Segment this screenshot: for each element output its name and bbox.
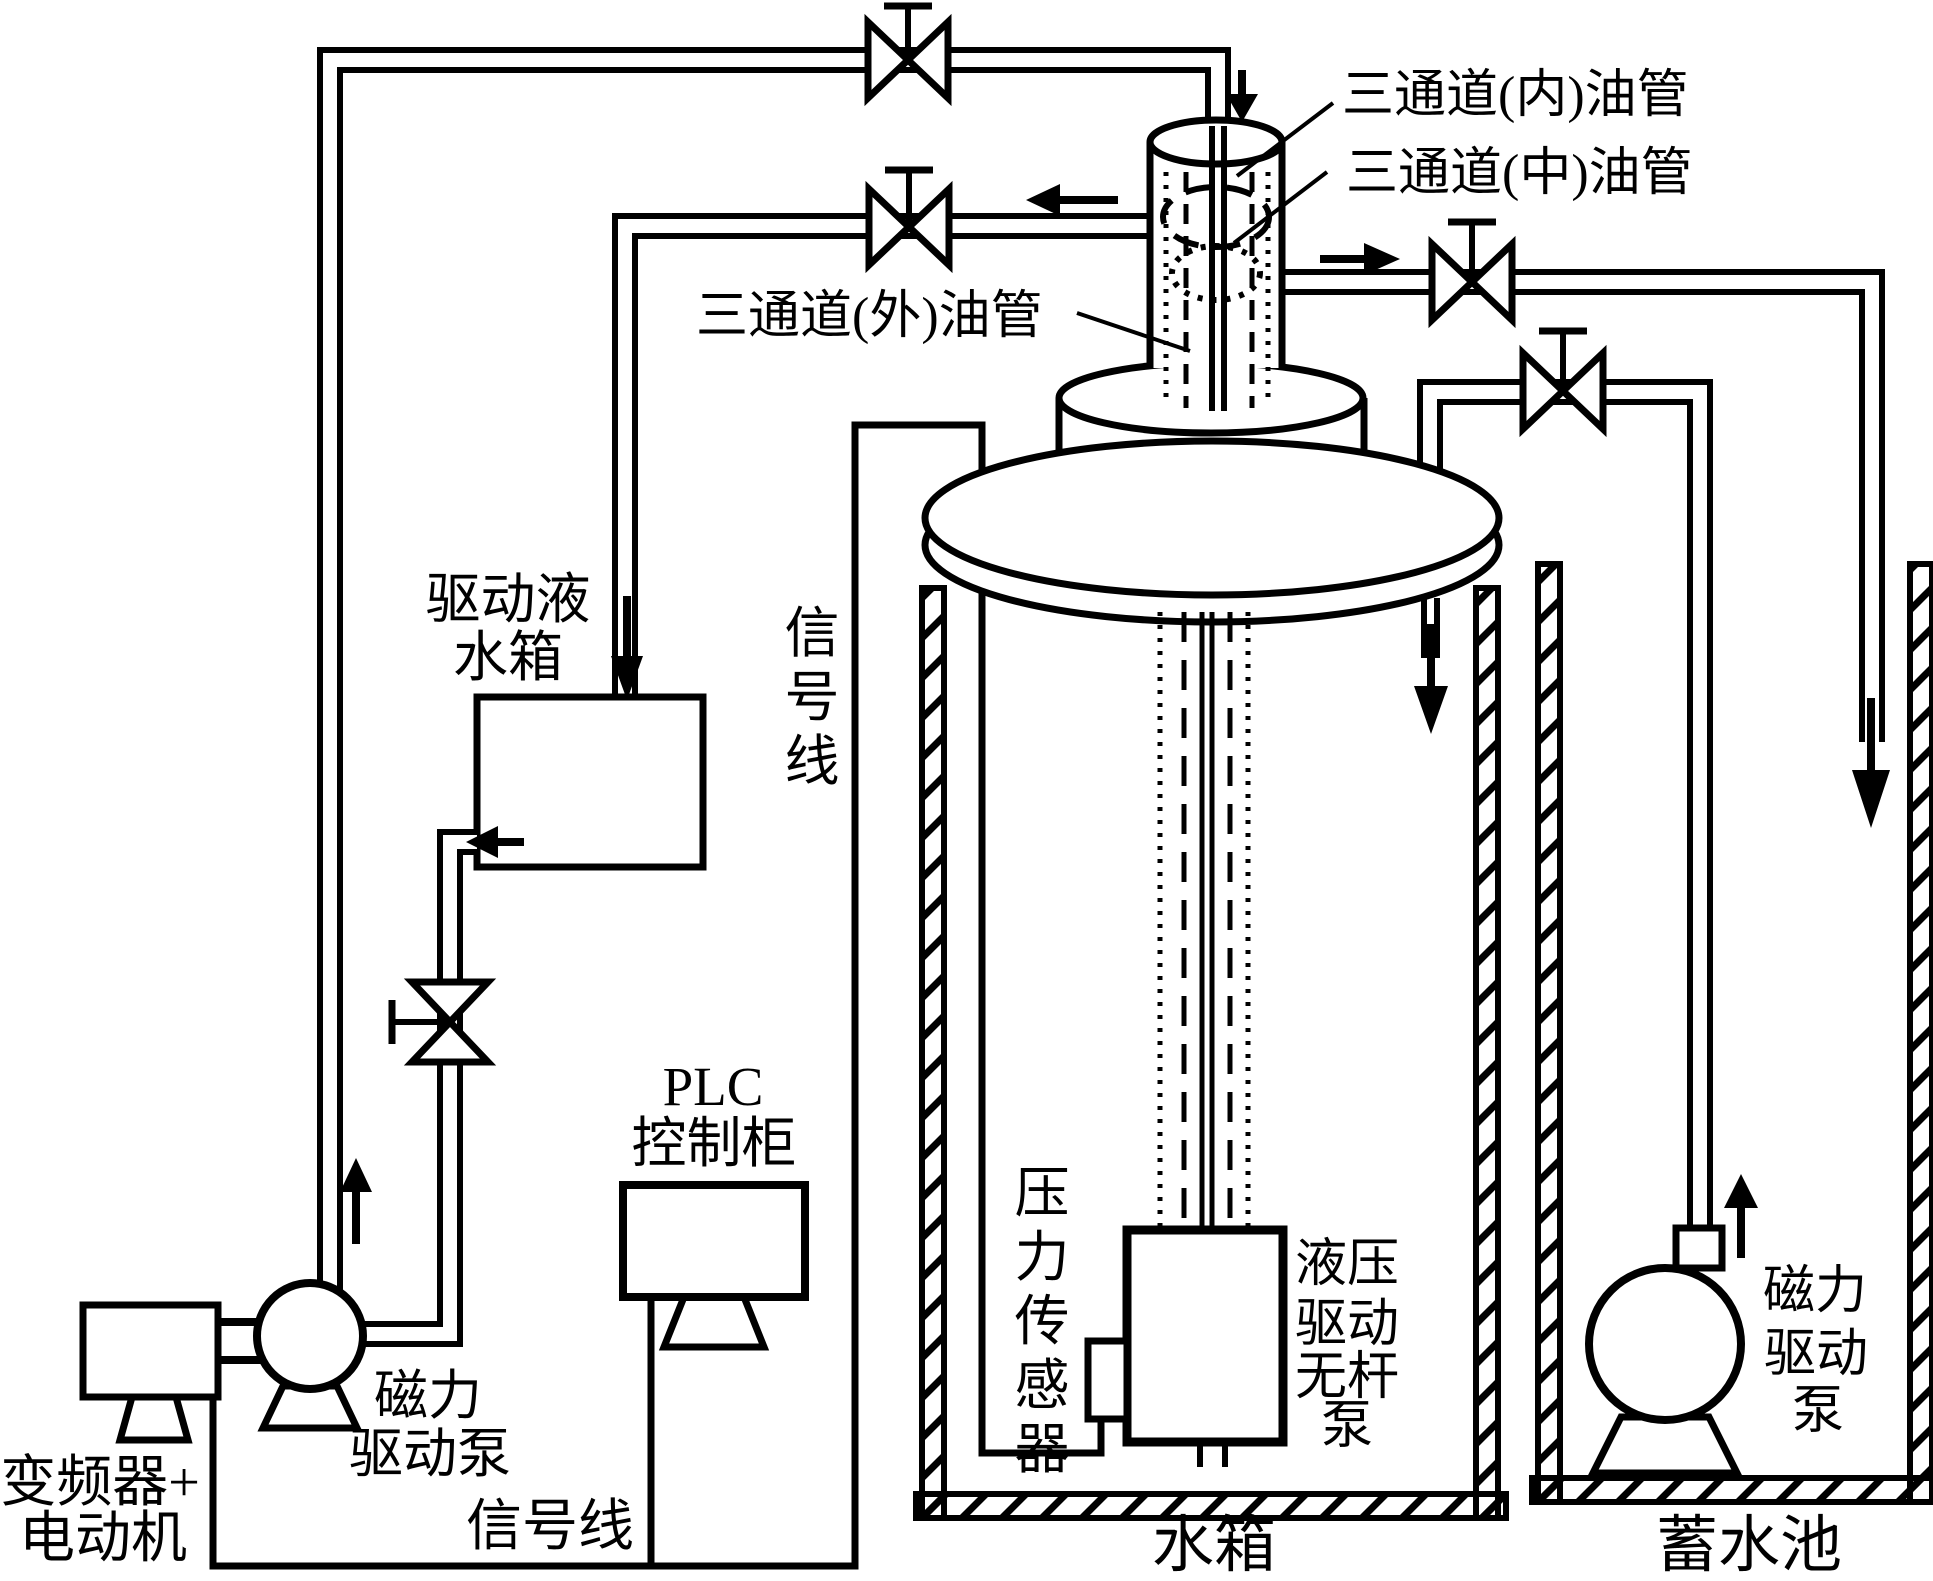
label-inverter-motor-line1: 变频器+ [0, 1452, 200, 1514]
rodless-pump-box [1122, 1225, 1288, 1447]
leader-channel-inner [1235, 101, 1335, 178]
label-rodless-pump-line2: 驱动 [1295, 1296, 1399, 1353]
label-plc-line2: 控制柜 [631, 1113, 796, 1174]
plc-base-trapezoid [658, 1293, 770, 1351]
label-drive-tank-line2: 水箱 [453, 627, 563, 688]
motor-base-trapezoid [115, 1393, 193, 1444]
flow-arrow-up-supply-riser [340, 1158, 372, 1244]
leader-channel-outer [1076, 311, 1191, 353]
signal-line-sensor-run [209, 421, 1105, 1570]
label-plc-line1: PLC [663, 1056, 764, 1117]
flow-arrow-up-reservoir-pump [1724, 1174, 1758, 1258]
reservoir-floor [1529, 1475, 1933, 1505]
reservoir-wall-right [1907, 561, 1933, 1505]
flow-arrow-right-middle-outlet [1320, 243, 1400, 275]
label-signal-line-vertical: 信号线 [784, 603, 839, 792]
flow-arrow-down-into-tank [1414, 624, 1448, 734]
label-channel-outer: 三通道(外)油管 [696, 288, 1043, 345]
right-magnetic-pump [1585, 1264, 1745, 1424]
leader-channel-middle [1232, 170, 1329, 245]
motor-pump-coupling-bottom [214, 1356, 262, 1364]
label-rodless-pump-line4: 泵 [1321, 1398, 1373, 1455]
label-pressure-sensor: 压力传感器 [1014, 1163, 1069, 1480]
label-rodless-pump-line1: 液压 [1295, 1236, 1399, 1293]
flow-arrow-down-inner-inlet [1226, 70, 1258, 122]
label-drive-tank-line1: 驱动液 [425, 569, 590, 630]
flow-arrow-down-reservoir-discharge [1852, 698, 1890, 828]
tank-wall-left [919, 585, 947, 1521]
valve-tank-fill-line [1519, 327, 1607, 438]
label-inverter-motor-line2: 电动机 [19, 1508, 187, 1570]
label-left-pump-line1: 磁力 [374, 1366, 482, 1426]
label-signal-line-bottom: 信号线 [466, 1496, 634, 1558]
label-rodless-pump-line3: 无杆 [1295, 1349, 1399, 1406]
label-left-pump-line2: 驱动泵 [349, 1424, 511, 1484]
label-water-tank: 水箱 [1152, 1512, 1276, 1580]
tank-lid-top [921, 437, 1503, 599]
flow-arrow-left-drive-tank-outlet [466, 826, 524, 858]
plc-cabinet-box [619, 1181, 809, 1301]
label-right-pump-line3: 泵 [1792, 1383, 1844, 1440]
pipe-supply-inner-channel [317, 47, 1231, 1292]
left-magnetic-pump [253, 1279, 367, 1393]
valve-supply-line [864, 2, 952, 107]
right-pump-base-trapezoid [1587, 1413, 1743, 1477]
flow-arrow-down-drive-tank-inlet [611, 596, 643, 700]
pipe-drive-tank-outlet [360, 829, 477, 1347]
label-reservoir: 蓄水池 [1656, 1512, 1842, 1580]
valve-middle-outlet-line [1428, 218, 1516, 329]
valve-outer-return-line [865, 166, 953, 274]
reservoir-wall-left [1535, 561, 1563, 1505]
label-right-pump-line2: 驱动 [1764, 1326, 1868, 1383]
outer-channel-mouth-dotted [1169, 243, 1263, 303]
label-channel-middle: 三通道(中)油管 [1346, 145, 1693, 202]
pipe-outer-channel-return [612, 213, 1152, 706]
flow-arrow-left-outer-return [1026, 184, 1118, 216]
pressure-sensor-box [1084, 1337, 1131, 1423]
tank-floor [913, 1491, 1509, 1521]
motor-pump-coupling-top [214, 1318, 262, 1326]
right-pump-outlet-flange [1672, 1224, 1726, 1272]
inverter-motor-box [79, 1301, 222, 1401]
three-channel-cylinder-body [1150, 142, 1282, 368]
tank-wall-right [1473, 585, 1501, 1521]
valve-drive-tank-line [388, 978, 497, 1066]
label-channel-inner: 三通道(内)油管 [1342, 67, 1689, 124]
label-right-pump-line1: 磁力 [1763, 1263, 1867, 1320]
